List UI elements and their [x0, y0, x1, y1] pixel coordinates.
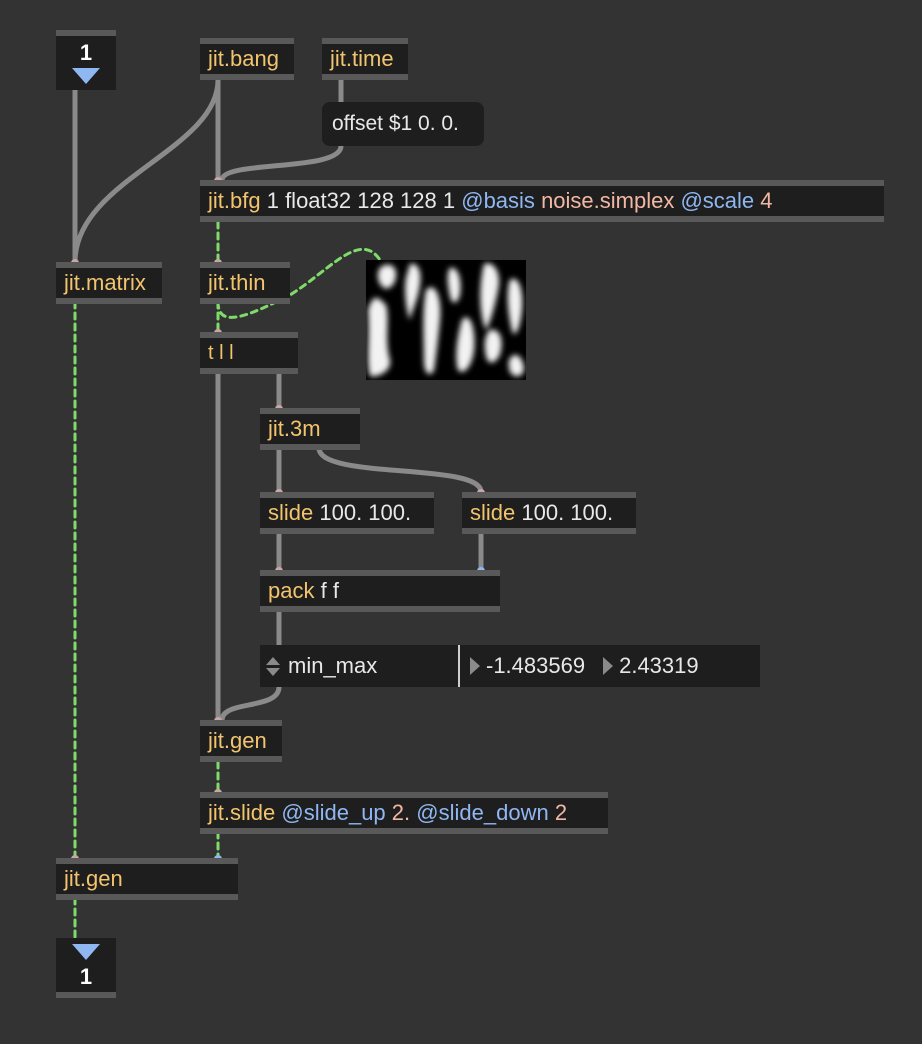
object-arguments: 100. 100.: [319, 500, 412, 525]
object-text: t l l: [208, 341, 234, 364]
object-class-name: jit.matrix: [64, 270, 146, 295]
object-arguments: f f: [320, 578, 339, 603]
object-trigger[interactable]: t l l: [200, 332, 298, 374]
cord-minmax-to-gen[interactable]: [219, 684, 282, 723]
inlet-arrow-icon: [72, 68, 100, 84]
outlet-1[interactable]: 1: [56, 938, 116, 998]
stepper-down-icon[interactable]: [266, 667, 280, 676]
cord-3m-to-slide2[interactable]: [316, 445, 484, 495]
object-arguments: 1 float32 128 128 1: [266, 188, 456, 213]
noise-preview-image: [366, 260, 526, 380]
object-arguments: 100. 100.: [521, 500, 614, 525]
inlet-1[interactable]: 1: [56, 30, 116, 90]
outlet-arrow-icon: [72, 944, 100, 960]
jit-pwindow-preview[interactable]: [366, 260, 526, 380]
message-text: offset $1 0. 0.: [332, 112, 459, 135]
object-attribute-value: noise.simplex: [541, 188, 675, 213]
param-min-max[interactable]: min_max -1.483569 2.43319: [260, 645, 760, 687]
inlet-number: 1: [79, 40, 93, 65]
param-max-text: 2.43319: [619, 653, 699, 678]
object-class-name: jit.gen: [64, 866, 123, 891]
object-attribute-value: 2.: [391, 800, 411, 825]
object-jit-time[interactable]: jit.time: [322, 38, 408, 80]
outlet-number: 1: [79, 964, 93, 989]
object-jit-gen-mix[interactable]: jit.gen: [56, 858, 238, 900]
param-name-field[interactable]: min_max: [260, 645, 460, 687]
object-class-name: jit.time: [330, 46, 394, 71]
number-arrow-icon: [603, 657, 614, 675]
object-class-name: jit.bang: [208, 46, 279, 71]
object-class-name: jit.thin: [208, 270, 266, 295]
object-class-name: jit.3m: [268, 416, 321, 441]
param-min-text: -1.483569: [486, 653, 586, 678]
object-class-name: slide: [268, 500, 314, 525]
object-class-name: pack: [268, 578, 315, 603]
param-max-value[interactable]: 2.43319: [603, 653, 699, 679]
param-name: min_max: [288, 653, 378, 678]
cord-thin-to-pwindow[interactable]: [216, 247, 382, 319]
message-offset[interactable]: offset $1 0. 0.: [322, 102, 484, 146]
object-jit-bfg[interactable]: jit.bfg 1 float32 128 128 1 @basis noise…: [200, 180, 884, 222]
object-attribute-value: 2: [554, 800, 568, 825]
object-jit-3m[interactable]: jit.3m: [260, 408, 360, 450]
cord-bang-to-matrix[interactable]: [72, 77, 221, 265]
object-attribute: @slide_down: [416, 800, 549, 825]
object-jit-bang[interactable]: jit.bang: [200, 38, 294, 80]
object-pack[interactable]: pack f f: [260, 570, 500, 612]
stepper-up-icon[interactable]: [266, 656, 280, 665]
cord-offset-to-bfg[interactable]: [219, 143, 344, 183]
object-slide-max[interactable]: slide 100. 100.: [462, 492, 636, 534]
object-attribute: @slide_up: [281, 800, 386, 825]
object-class-name: jit.slide: [208, 800, 276, 825]
object-class-name: jit.gen: [208, 728, 267, 753]
object-jit-thin[interactable]: jit.thin: [200, 262, 290, 304]
stepper-icon[interactable]: [266, 656, 280, 676]
object-class-name: slide: [470, 500, 516, 525]
object-jit-slide[interactable]: jit.slide @slide_up 2. @slide_down 2: [200, 792, 608, 834]
number-arrow-icon: [470, 657, 480, 675]
object-attribute: @basis: [461, 188, 535, 213]
object-jit-matrix[interactable]: jit.matrix: [56, 262, 162, 304]
object-class-name: jit.bfg: [208, 188, 261, 213]
param-min-value[interactable]: -1.483569: [470, 653, 585, 679]
object-jit-gen-normalize[interactable]: jit.gen: [200, 720, 282, 762]
object-attribute: @scale: [680, 188, 755, 213]
object-attribute-value: 4: [760, 188, 773, 213]
object-slide-min[interactable]: slide 100. 100.: [260, 492, 434, 534]
